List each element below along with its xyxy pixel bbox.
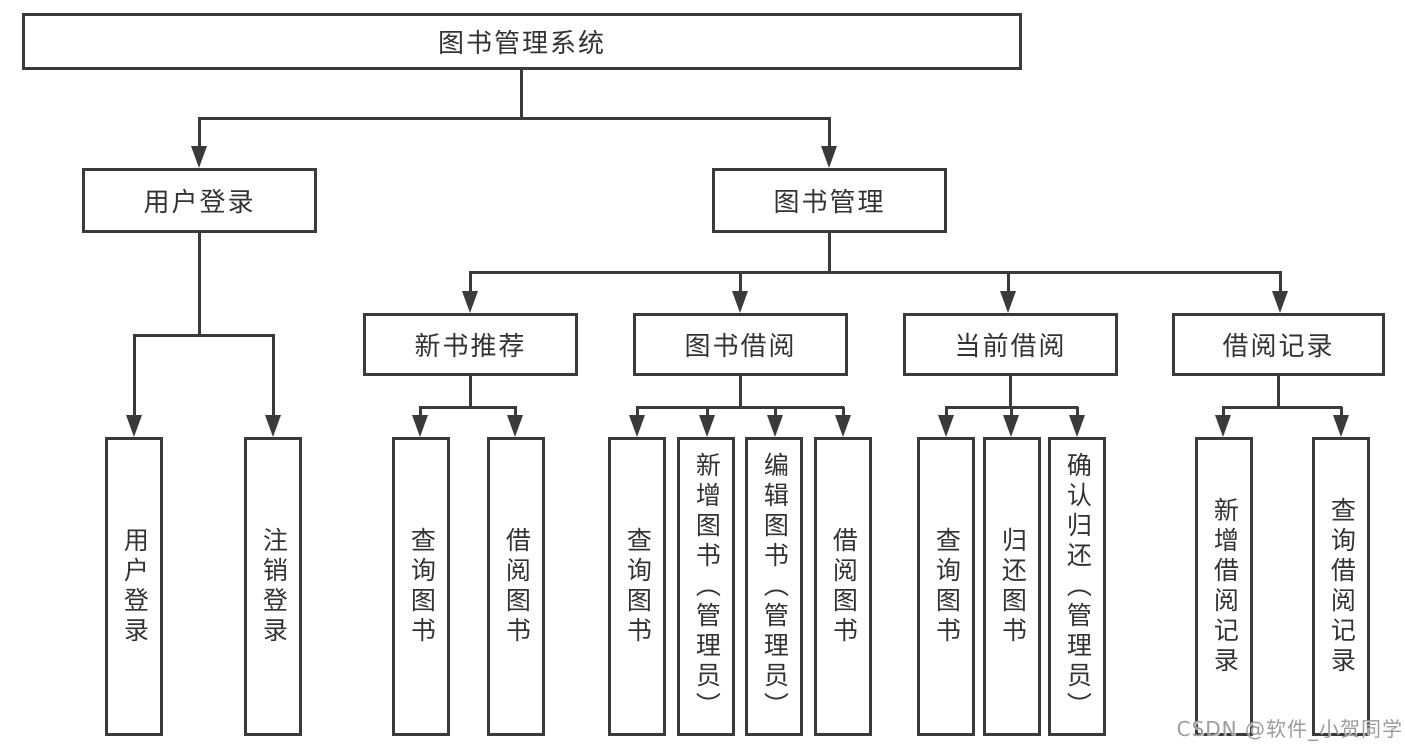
leaf-query-books-recommend: 查询图书 [392,437,450,736]
connector-line [636,407,639,417]
leaf-borrow-books: 借阅图书 [814,437,872,736]
arrowhead-down-icon [1069,415,1085,437]
leaf-return-book: 归还图书 [983,437,1041,736]
leaf-label: 编辑图书（管理员） [760,451,790,722]
leaf-label: 查询图书 [407,526,437,647]
arrowhead-down-icon [265,415,281,437]
leaf-label: 新增图书（管理员） [692,451,722,722]
arrowhead-down-icon [1333,415,1349,437]
arrowhead-down-icon [462,291,478,313]
connector-line [198,117,831,120]
arrowhead-down-icon [629,415,645,437]
arrowhead-down-icon [767,415,783,437]
leaf-borrow-books-recommend: 借阅图书 [487,437,545,736]
connector-line [828,233,831,274]
leaf-label: 归还图书 [998,526,1028,647]
leaf-query-borrow-record: 查询借阅记录 [1312,437,1370,736]
leaf-label: 查询借阅记录 [1327,496,1357,677]
node-label: 图书借阅 [684,332,797,362]
connector-line [469,376,472,409]
leaf-user-login: 用户登录 [105,437,163,736]
node-new-book-recommend: 新书推荐 [363,313,578,376]
watermark: CSDN @软件_小贺同学 [1176,717,1403,741]
node-label: 图书管理系统 [437,29,606,59]
leaf-edit-book-admin: 编辑图书（管理员） [745,437,803,736]
arrowhead-down-icon [835,415,851,437]
connector-line [419,407,422,417]
connector-line [272,335,275,417]
leaf-label: 确认归还（管理员） [1063,451,1093,722]
node-label: 借阅记录 [1222,332,1335,362]
connector-line [945,407,948,417]
connector-line [1007,272,1010,293]
connector-line [1277,376,1280,409]
leaf-query-books-borrow: 查询图书 [608,437,666,736]
arrowhead-down-icon [507,415,523,437]
leaf-label: 借阅图书 [502,526,532,647]
connector-line [133,334,275,337]
leaf-add-borrow-record: 新增借阅记录 [1195,437,1253,736]
connector-line [1340,407,1343,417]
leaf-label: 查询图书 [623,526,653,647]
connector-line [842,407,845,417]
connector-line [1009,376,1012,409]
leaf-add-book-admin: 新增图书（管理员） [677,437,735,736]
connector-line [469,271,1282,274]
leaf-label: 用户登录 [120,526,150,647]
connector-line [636,406,844,409]
arrowhead-down-icon [938,415,954,437]
arrowhead-down-icon [1272,291,1288,313]
connector-line [774,407,777,417]
arrowhead-down-icon [732,291,748,313]
leaf-label: 借阅图书 [829,526,859,647]
node-borrow-records: 借阅记录 [1172,313,1385,376]
connector-line [706,407,709,417]
node-book-borrow: 图书借阅 [633,313,848,376]
arrowhead-down-icon [821,146,837,168]
connector-line [1279,272,1282,293]
leaf-label: 新增借阅记录 [1210,496,1240,677]
leaf-logout: 注销登录 [244,437,302,736]
connector-line [828,118,831,148]
leaf-query-books-current: 查询图书 [917,437,975,736]
connector-line [198,233,201,337]
connector-line [1222,407,1225,417]
node-current-borrow: 当前借阅 [903,313,1118,376]
node-user-login: 用户登录 [82,168,317,233]
arrowhead-down-icon [1000,291,1016,313]
arrowhead-down-icon [1003,415,1019,437]
connector-line [1222,406,1342,409]
node-library-management-system: 图书管理系统 [22,13,1022,70]
connector-line [198,118,201,148]
connector-line [739,376,742,409]
arrowhead-down-icon [191,146,207,168]
leaf-label: 注销登录 [259,526,289,647]
arrowhead-down-icon [126,415,142,437]
arrowhead-down-icon [412,415,428,437]
connector-line [739,272,742,293]
connector-line [520,70,523,120]
node-label: 新书推荐 [414,332,527,362]
connector-line [1076,407,1079,417]
node-book-management: 图书管理 [712,168,947,233]
leaf-label: 查询图书 [932,526,962,647]
connector-line [514,407,517,417]
connector-line [133,335,136,417]
connector-line [1010,407,1013,417]
connector-line [469,272,472,293]
arrowhead-down-icon [1215,415,1231,437]
node-label: 当前借阅 [954,332,1067,362]
node-label: 用户登录 [143,188,256,218]
arrowhead-down-icon [699,415,715,437]
node-label: 图书管理 [773,188,886,218]
connector-line [419,406,517,409]
leaf-confirm-return-admin: 确认归还（管理员） [1048,437,1106,736]
